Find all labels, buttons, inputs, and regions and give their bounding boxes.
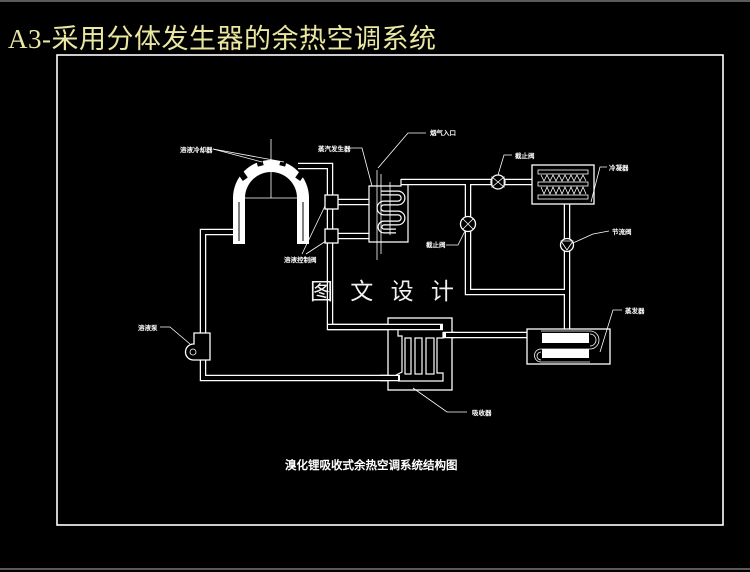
- component-labels: 溶液冷却器 蒸汽发生器 烟气入口 溶液控制阀 截止阀 冷凝器 节流阀 截止阀 蒸…: [138, 128, 645, 417]
- condenser-body: [531, 164, 595, 205]
- cooler-notch: [238, 171, 248, 181]
- leader-solution-cooler: [212, 148, 263, 163]
- leader-lines: [160, 132, 622, 413]
- solution-control-valve-lower: [324, 228, 339, 244]
- label-absorber: 吸收器: [472, 408, 492, 417]
- absorber-fin: [425, 337, 435, 375]
- label-stop-valve-top: 截止阀: [515, 151, 535, 160]
- label-flue-gas-inlet: 烟气入口: [430, 128, 456, 137]
- stop-valve-mid: [459, 215, 477, 233]
- condenser-bar: [537, 169, 589, 175]
- cooler-notch: [295, 171, 305, 181]
- steam-generator: [368, 170, 409, 260]
- condenser-bar: [537, 194, 589, 200]
- watermark-text: 图 文 设 计: [310, 279, 459, 305]
- throttle-valve: [559, 237, 575, 253]
- label-solution-pump: 溶液泵: [138, 323, 158, 332]
- cooler-arch-body: [233, 160, 309, 244]
- leader-solution-cooler: [212, 148, 285, 163]
- absorber-inner-wall-left: [395, 330, 403, 376]
- leader-solution-control-valve: [301, 205, 326, 255]
- pump-body: [184, 332, 211, 361]
- stop-valve-top-symbol: [491, 176, 505, 188]
- stop-valve-top: [490, 174, 506, 190]
- condenser: [531, 164, 595, 205]
- cooler-notch: [279, 160, 287, 167]
- leader-absorber: [412, 387, 467, 413]
- absorber-fin: [404, 337, 412, 375]
- leader-steam-generator: [350, 147, 373, 187]
- leader-stop-valve-top: [497, 154, 512, 176]
- condenser-fins-lower: [540, 185, 587, 196]
- evaporator-coil-outline: [534, 330, 600, 363]
- leader-evaporator: [599, 309, 622, 353]
- label-stop-valve-mid: 截止阀: [426, 240, 446, 249]
- evaporator: [526, 328, 611, 365]
- label-evaporator: 蒸发器: [625, 306, 645, 315]
- throttle-valve-symbol: [560, 240, 574, 251]
- solution-pump: [184, 332, 211, 361]
- evaporator-tube-upper: [542, 333, 589, 343]
- drawing-frame: [56, 54, 724, 526]
- pump-impeller-icon: [189, 348, 197, 356]
- leader-stop-valve-mid: [446, 230, 466, 246]
- condenser-bar: [537, 181, 589, 187]
- leader-throttle-valve: [572, 230, 610, 244]
- pipe-cooler-to-absorber: [298, 162, 528, 339]
- absorber: [328, 317, 456, 391]
- label-condenser: 冷凝器: [609, 163, 629, 172]
- pipe-cooler-to-pump-loop-core: [201, 230, 399, 380]
- leader-flue-gas-inlet: [377, 132, 426, 169]
- throttle-valve-body: [559, 237, 575, 253]
- solution-control-valve-upper: [324, 194, 339, 210]
- absorber-fin: [414, 337, 423, 375]
- label-solution-control-valve: 溶液控制阀: [284, 255, 317, 264]
- evaporator-tube-lower: [542, 349, 589, 358]
- drawing-caption: 溴化锂吸收式余热空调系统结构图: [285, 458, 458, 472]
- drawing-title: A3-采用分体发生器的余热空调系统: [8, 24, 437, 54]
- label-steam-generator: 蒸汽发生器: [318, 144, 351, 153]
- leader-solution-pump: [160, 326, 191, 345]
- leader-solution-control-valve: [305, 240, 327, 255]
- stop-valve-mid-x-symbol: [462, 218, 474, 230]
- label-solution-cooler: 溶液冷却器: [180, 145, 213, 154]
- leader-condenser: [590, 166, 607, 203]
- generator-outline: [368, 179, 409, 243]
- condenser-fins-upper: [540, 174, 587, 182]
- evaporator-coil-bend: [536, 333, 597, 361]
- label-throttle-valve: 节流阀: [612, 227, 632, 236]
